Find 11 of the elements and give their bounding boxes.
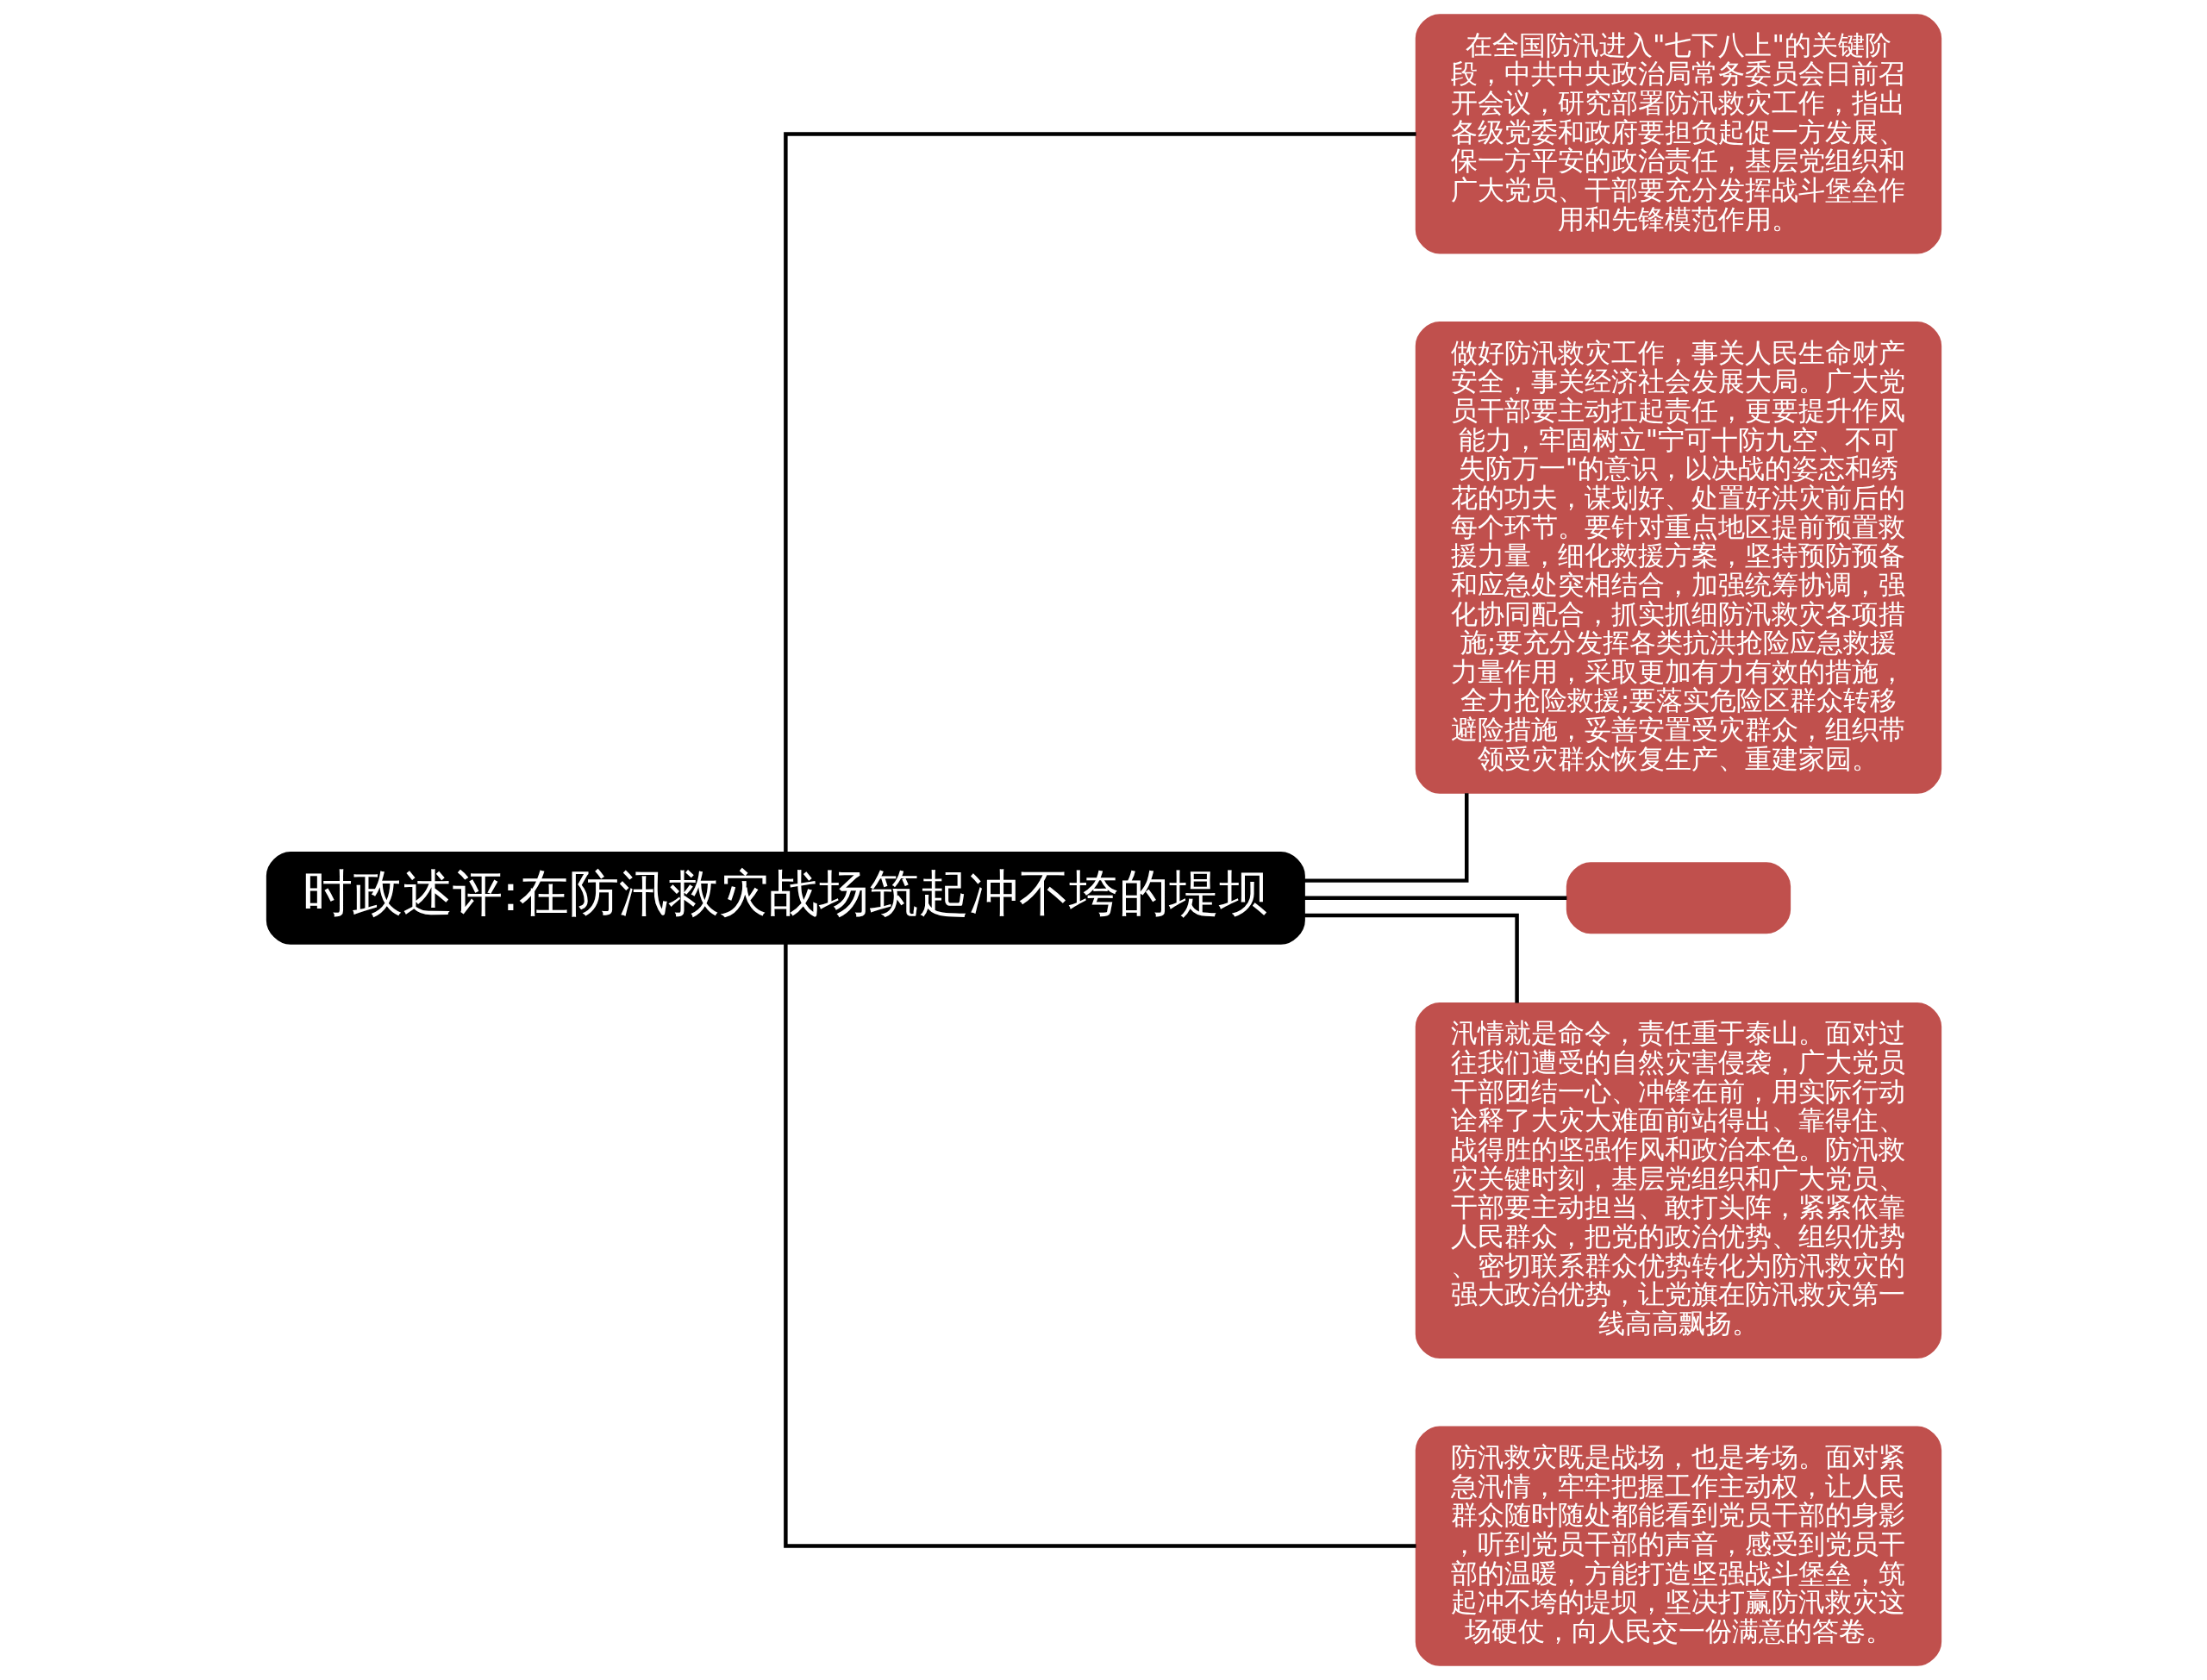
node-box: 防汛救灾既是战场，也是考场。面对紧急汛情，牢牢把握工作主动权，让人民群众随时随处都能看到党员干部的身影，听到党员干部的声音，感受到党员干部的温暖，方能打造坚强战斗堡垒，筑起冲不垮的堤坝，坚决打赢防汛救灾这场硬仗，向人民交一份满意的答卷。 bbox=[1415, 1426, 1941, 1666]
node-box: 汛情就是命令，责任重于泰山。面对过往我们遭受的自然灾害侵袭，广大党员干部团结一心、冲锋在前，用实际行动诠释了大灾大难面前站得出、靠得住、战得胜的坚强作风和政治本色。防汛救灾关键时刻，基层党组织和广大党员、干部要主动担当、敢打头阵，紧紧依靠人民群众，把党的政治优势、组织优势、密切联系群众优势转化为防汛救灾的强大政治优势，让党旗在防汛救灾第一线高高飘扬。 bbox=[1415, 1002, 1941, 1358]
node-box: 在全国防汛进入"七下八上"的关键阶段，中共中央政治局常务委员会日前召开会议，研究部署防汛救灾工作，指出各级党委和政府要担负起促一方发展、保一方平安的政治责任，基层党组织和广大党员、干部要充分发挥战斗堡垒作用和先锋模范作用。 bbox=[1415, 14, 1941, 254]
connector bbox=[1304, 896, 1566, 901]
node-box bbox=[1566, 862, 1791, 934]
node-box: 做好防汛救灾工作，事关人民生命财产安全，事关经济社会发展大局。广大党员干部要主动扛起责任，更要提升作风能力，牢固树立"宁可十防九空、不可失防万一"的意识，以决战的姿态和绣花的功夫，谋划好、处置好洪灾前后的每个环节。要针对重点地区提前预置救援力量，细化救援方案，坚持预防预备和应急处突相结合，加强统筹协调，强化协同配合，抓实抓细防汛救灾各项措施;要充分发挥各类抗洪抢险应急救援力量作用，采取更加有力有效的措施，全力抢险救援;要落实危险区群众转移避险措施，妥善安置受灾群众，组织带领受灾群众恢复生产、重建家园。 bbox=[1415, 322, 1941, 794]
node-box: 时政述评:在防汛救灾战场筑起冲不垮的堤坝 bbox=[266, 851, 1305, 945]
connector bbox=[783, 943, 1416, 1548]
connector bbox=[1304, 913, 1519, 1003]
connector bbox=[783, 132, 1416, 852]
connector bbox=[1304, 793, 1468, 883]
